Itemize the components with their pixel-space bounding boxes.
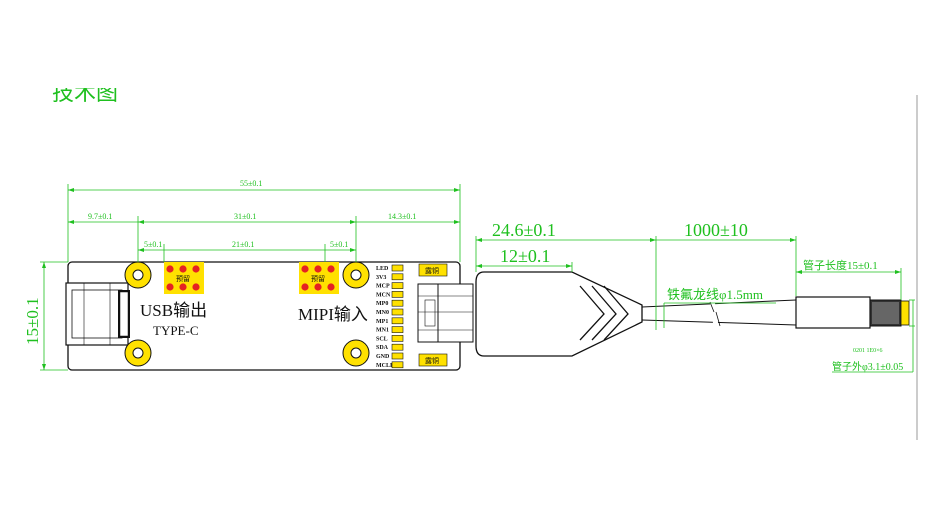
pin-pad-gnd <box>391 352 404 360</box>
dim-right-overhang: 14.3±0.1 <box>388 212 416 221</box>
copper-top-label: 露铜 <box>425 266 439 275</box>
pin-pad-scl <box>391 335 404 342</box>
dim-board-length: 55±0.1 <box>240 179 262 188</box>
dim-pad-spacing: 21±0.1 <box>232 240 254 249</box>
pin-pad-mclk <box>391 361 404 369</box>
header-fragment: 技术图 <box>52 80 118 105</box>
pin-label-led: LED <box>376 266 389 272</box>
dim-hole-spacing: 31±0.1 <box>234 212 256 221</box>
pin-pad-mn0 <box>391 308 404 316</box>
dim-board-width: 15±0.1 <box>23 297 42 345</box>
mipi-input-label: MIPI输入 <box>298 305 368 324</box>
dim-pad-right: 5±0.1 <box>330 240 348 249</box>
cable-housing <box>475 271 643 357</box>
mounting-hole-bottom-right <box>342 339 370 367</box>
pin-label-gnd: GND <box>376 354 390 360</box>
pin-pad-mp1 <box>391 317 404 325</box>
dim-connector-length: 24.6±0.1 <box>492 220 556 240</box>
copper-bottom-label: 露铜 <box>425 356 439 365</box>
pin-label-mcn: MCN <box>376 292 391 298</box>
cable-type-label: 铁氟龙线φ1.5mm <box>667 287 763 302</box>
pin-pad-mcn <box>391 291 404 298</box>
fpc-connector <box>417 283 474 343</box>
pin-pad-mp0 <box>391 299 404 307</box>
pin-label-mclk: MCLK <box>376 363 395 369</box>
dimension-lines <box>40 184 915 373</box>
pin-pad-3v3 <box>391 273 404 281</box>
pin-label-mp1: MP1 <box>376 319 388 325</box>
pin-label-mp0: MP0 <box>376 301 388 307</box>
pad-tag-right: 预留 <box>311 274 325 283</box>
dim-cable-length: 1000±10 <box>684 220 748 240</box>
mounting-hole-bottom-left <box>124 339 152 367</box>
type-c-label: TYPE-C <box>153 323 199 338</box>
pin-label-mcp: MCP <box>376 284 390 290</box>
dim-tube-diameter: 管子外φ3.1±0.05 <box>832 360 903 373</box>
mounting-hole-top-left <box>124 261 152 289</box>
pin-pad-led <box>391 264 404 272</box>
pin-label-sda: SDA <box>376 345 389 351</box>
teflon-cable <box>641 299 797 327</box>
pin-pad-mn1 <box>391 326 404 333</box>
usb-c-connector <box>65 282 130 346</box>
cable-end-tube <box>795 296 910 329</box>
dim-connector-width: 12±0.1 <box>500 246 550 266</box>
reserved-pads-left: 预留 <box>164 262 204 294</box>
pad-tag-left: 预留 <box>176 274 190 283</box>
pin-label-scl: SCL <box>376 336 388 342</box>
copper-tag-bottom: 露铜 <box>418 353 448 367</box>
tube-code-label: 0201 1E0×6 <box>853 348 883 354</box>
pin-pad-sda <box>391 343 404 351</box>
copper-tag-top: 露铜 <box>418 263 448 277</box>
usb-output-label: USB输出 <box>140 301 207 320</box>
pin-label-3v3: 3V3 <box>376 275 386 281</box>
mounting-hole-top-right <box>342 261 370 289</box>
pin-label-mn0: MN0 <box>376 310 389 316</box>
dimension-arrows <box>42 188 901 370</box>
dim-hole-offset-left: 9.7±0.1 <box>88 212 112 221</box>
dim-tube-length: 管子长度15±0.1 <box>803 258 878 272</box>
pin-label-mn1: MN1 <box>376 328 389 334</box>
pin-pad-mcp <box>391 282 404 289</box>
dim-pad-left: 5±0.1 <box>144 240 162 249</box>
reserved-pads-right: 预留 <box>299 262 339 294</box>
